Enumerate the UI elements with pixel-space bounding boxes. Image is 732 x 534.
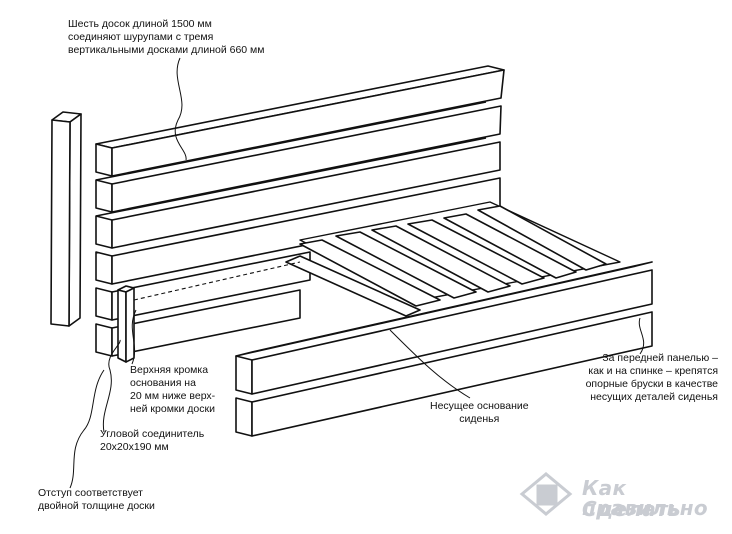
- label-offset: Отступ соответствует двойной толщине дос…: [38, 487, 155, 512]
- front-board-2: [235, 311, 653, 437]
- seat-slat-3: [371, 225, 511, 293]
- watermark-logo-icon: [519, 472, 573, 516]
- support-dashed-line: [133, 261, 301, 301]
- front-board-1: [235, 261, 653, 395]
- leader-corner: [102, 339, 121, 433]
- seat-slat-4: [407, 219, 545, 285]
- label-corner-joint: Угловой соединитель 20х20х190 мм: [100, 428, 205, 453]
- label-seat-base: Несущее основание сиденья: [430, 400, 529, 425]
- corner-joint: [117, 285, 135, 363]
- watermark-line-1: Как правильно: [582, 476, 708, 520]
- leader-base: [389, 329, 471, 399]
- backrest-board-1: [95, 65, 505, 177]
- seat-slat-1: [299, 239, 441, 307]
- backrest-board-2: [95, 101, 502, 213]
- leader-offset: [69, 369, 105, 489]
- watermark-line-2: Сделать: [582, 497, 681, 521]
- backrest-board-5: [95, 251, 311, 321]
- label-front-panel: За передней панелью – как и на спинке – …: [585, 352, 718, 403]
- seat-slat-5: [443, 213, 577, 279]
- backrest-board-3: [95, 137, 501, 249]
- label-upper-edge: Верхняя кромка основания на 20 мм ниже в…: [130, 364, 216, 415]
- backrest-board-6: [95, 289, 301, 357]
- leader-upper-edge: [131, 309, 137, 365]
- label-backrest-boards: Шесть досок длиной 1500 мм соединяют шур…: [68, 18, 265, 56]
- seat-side-rail: [285, 255, 421, 317]
- leader-front: [638, 317, 645, 355]
- leader-top: [174, 57, 187, 161]
- seat-slat-6: [477, 205, 607, 271]
- vertical-board: [50, 111, 82, 327]
- seat-slat-2: [335, 231, 477, 299]
